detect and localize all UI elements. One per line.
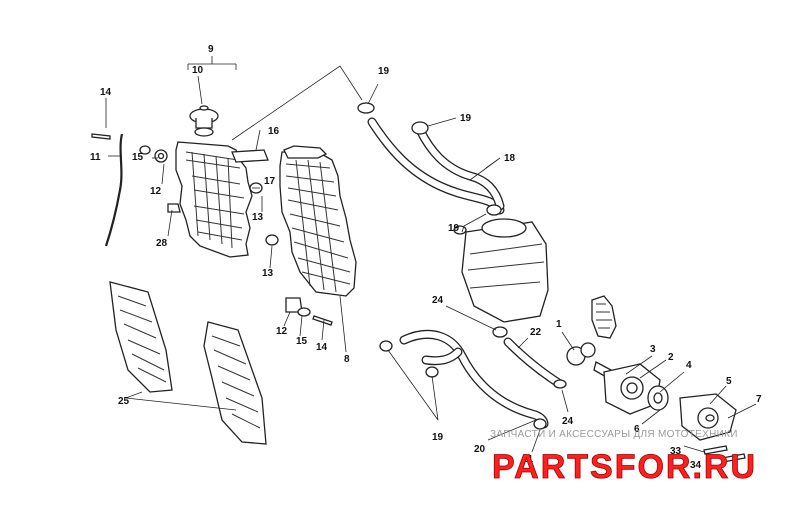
callout-24b: 24 bbox=[562, 416, 574, 427]
callout-21: 21 bbox=[522, 454, 534, 465]
watermark-brand: PARTSFOR.RU bbox=[492, 448, 757, 486]
callout-5: 5 bbox=[726, 376, 732, 387]
callout-15: 15 bbox=[132, 152, 144, 163]
callout-16: 16 bbox=[268, 126, 280, 137]
cover-bolts bbox=[703, 445, 746, 463]
callout-6: 6 bbox=[634, 424, 640, 435]
watermark-tagline: ЗАПЧАСТИ И АКСЕССУАРЫ ДЛЯ МОТОТЕХНИКИ bbox=[490, 429, 738, 440]
callout-25: 25 bbox=[118, 396, 130, 407]
lower-hose-short bbox=[421, 347, 463, 366]
lower-hose-20 bbox=[399, 329, 549, 429]
callout-11: 11 bbox=[90, 152, 101, 163]
callout-10: 10 bbox=[192, 65, 204, 76]
pump-housing bbox=[603, 363, 661, 415]
callout-24a: 24 bbox=[432, 295, 444, 306]
watermark-brand-outline: PARTSFOR.RU bbox=[492, 448, 757, 486]
radiator-louvre-left bbox=[109, 281, 173, 393]
radiator-cap bbox=[189, 105, 219, 137]
upper-hose-2 bbox=[415, 125, 505, 211]
callout-2: 2 bbox=[668, 352, 674, 363]
left-radiator bbox=[175, 141, 253, 258]
pump-impeller bbox=[647, 385, 669, 411]
watermark: ЗАПЧАСТИ И АКСЕССУАРЫ ДЛЯ МОТОТЕХНИКИ PA… bbox=[490, 429, 757, 486]
callout-15b: 15 bbox=[296, 336, 308, 347]
callout-4: 4 bbox=[686, 360, 692, 371]
callout-13b: 13 bbox=[262, 268, 274, 279]
callout-1: 1 bbox=[556, 319, 562, 330]
callout-33: 33 bbox=[670, 446, 682, 457]
callout-28: 28 bbox=[156, 238, 168, 249]
overflow-hose bbox=[104, 133, 124, 247]
callout-20: 20 bbox=[474, 444, 486, 455]
callout-labels: 9 10 14 11 15 12 28 16 17 13 13 12 15 14… bbox=[90, 44, 762, 471]
callout-18: 18 bbox=[504, 153, 516, 164]
radiator-louvre-right bbox=[203, 321, 267, 445]
pump-gear bbox=[591, 295, 617, 339]
callout-13a: 13 bbox=[252, 212, 264, 223]
callout-19b: 19 bbox=[460, 113, 472, 124]
leader-lines bbox=[105, 56, 757, 453]
callout-12: 12 bbox=[150, 186, 162, 197]
callout-8: 8 bbox=[344, 354, 350, 365]
callout-34: 34 bbox=[690, 460, 702, 471]
hose-clamps bbox=[357, 102, 567, 430]
pump-cover bbox=[679, 393, 737, 441]
callout-9: 9 bbox=[208, 44, 214, 55]
callout-22: 22 bbox=[530, 327, 542, 338]
callout-14: 14 bbox=[100, 87, 112, 98]
right-radiator bbox=[279, 145, 357, 297]
hose-22 bbox=[503, 337, 565, 389]
callout-19a: 19 bbox=[378, 66, 390, 77]
callout-14b: 14 bbox=[316, 342, 328, 353]
upper-hose-1 bbox=[367, 117, 505, 215]
callout-17: 17 bbox=[264, 176, 276, 187]
radiator-fittings bbox=[91, 133, 333, 326]
callout-7: 7 bbox=[756, 394, 762, 405]
callout-12b: 12 bbox=[276, 326, 288, 337]
callout-19d: 19 bbox=[432, 432, 444, 443]
engine-cylinder bbox=[461, 218, 549, 323]
callout-19c: 19 bbox=[448, 223, 460, 234]
callout-3: 3 bbox=[650, 344, 656, 355]
